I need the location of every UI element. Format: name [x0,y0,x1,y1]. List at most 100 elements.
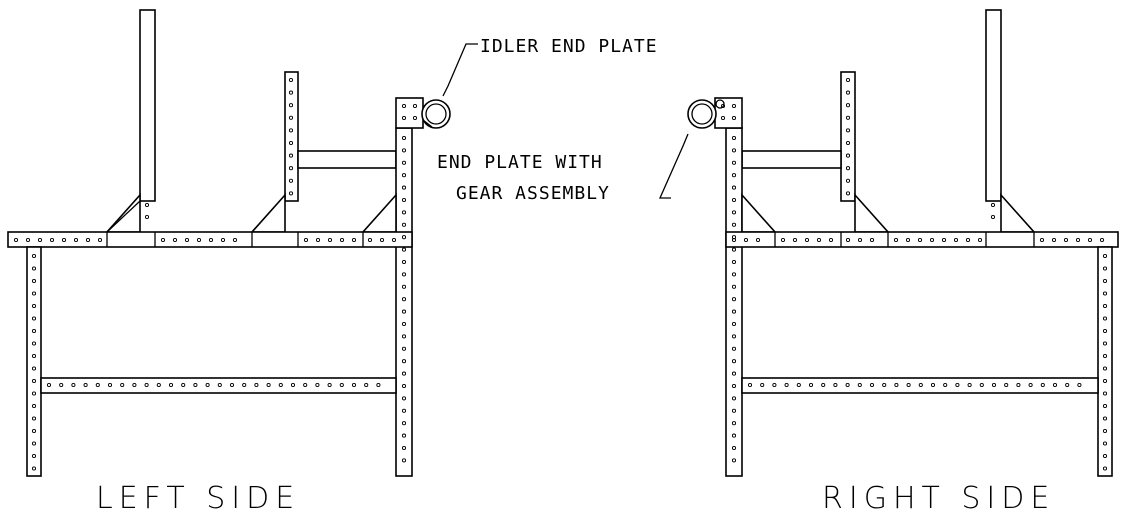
bolt-hole [1077,382,1082,388]
bolt-hole [401,334,407,339]
bolt-hole [1075,237,1081,243]
bolt-hole [181,382,186,388]
bolt-hole [376,382,381,388]
bolt-hole [229,382,235,388]
bolt-hole [731,197,737,203]
left-top-beam [7,231,413,248]
right-gear-small [715,99,725,109]
bolt-hole [1102,466,1108,471]
right-gear-end-plate [714,97,743,129]
left-idler-pulley-inner [425,103,447,125]
bolt-hole [991,382,997,388]
bolt-hole [720,115,726,121]
bolt-hole [288,178,294,183]
bolt-hole [172,237,178,243]
bolt-hole [731,160,737,165]
bolt-hole [780,237,786,243]
bolt-hole [288,128,294,133]
bolt-hole [784,382,789,388]
bolt-hole [31,428,37,434]
bolt-hole [73,237,79,243]
bolt-hole [720,103,726,109]
bolt-hole [205,382,210,388]
bolt-hole [1004,382,1009,388]
bolt-hole [845,166,851,171]
bolt-hole [107,382,113,388]
bolt-hole [59,382,64,388]
bolt-hole [1102,353,1108,359]
bolt-hole [990,214,996,220]
right-top-beam [725,231,1119,248]
bolt-hole [731,259,737,265]
bolt-hole [13,237,19,243]
bolt-hole [816,237,822,243]
bolt-hole [401,421,407,426]
bolt-hole [1102,453,1108,459]
right-lower-beam [741,377,1099,394]
bolt-hole [31,466,37,471]
bolt-hole [1102,253,1108,259]
bolt-hole [845,90,851,95]
bolt-hole [401,173,407,178]
left-idler-end-plate [395,97,424,129]
bolt-hole [731,445,737,451]
bolt-hole [929,237,935,243]
bolt-hole [83,382,88,388]
bolt-hole [31,366,37,371]
bolt-hole [339,237,345,243]
bolt-hole [857,237,863,243]
bolt-hole [731,371,737,376]
bolt-hole [1102,303,1108,309]
bolt-hole [1102,403,1108,409]
bolt-hole [217,382,222,388]
bolt-hole [869,382,875,388]
bolt-hole [845,77,851,83]
bolt-hole [232,237,238,243]
bolt-hole [288,140,294,146]
left-tall-post [139,9,156,202]
bolt-hole [288,166,294,171]
bolt-hole [731,346,737,351]
bolt-hole [31,341,37,346]
bolt-hole [156,382,161,388]
bolt-hole [31,328,37,334]
right-side-frame [687,9,1119,477]
bolt-hole [120,382,125,388]
bolt-hole [242,382,247,388]
bolt-hole [792,237,798,243]
bolt-hole [845,191,851,196]
bolt-hole [401,259,407,265]
bolt-hole [31,278,37,284]
left-gusset-a [105,192,141,233]
bolt-hole [196,237,202,243]
bolt-hole [796,382,801,388]
bolt-hole [85,237,91,243]
bolt-hole [401,160,407,165]
bolt-hole [1102,328,1108,334]
bolt-hole [220,237,226,243]
right-side-title: RIGHT SIDE [822,481,1055,514]
bolt-hole [917,237,923,243]
bolt-hole [882,382,887,388]
bolt-hole [401,321,407,327]
bolt-hole [845,237,851,243]
bolt-hole [845,178,851,183]
bolt-hole [731,148,737,153]
bolt-hole [731,173,737,178]
gear-assembly-label: GEAR ASSEMBLY [456,183,610,204]
bolt-hole [731,297,737,302]
bolt-hole [731,458,737,463]
bolt-hole [1028,382,1033,388]
bolt-hole [288,191,294,196]
bolt-hole [31,453,37,459]
bolt-hole [731,115,737,121]
bolt-hole [828,237,834,243]
bolt-hole [731,396,737,401]
bolt-hole [1099,237,1105,243]
left-gusset-c [361,192,397,233]
bolt-hole [1102,391,1108,396]
idler-end-plate-label: IDLER END PLATE [480,36,658,57]
bolt-hole [1016,382,1021,388]
bolt-hole [401,396,407,401]
bolt-hole [401,433,407,438]
